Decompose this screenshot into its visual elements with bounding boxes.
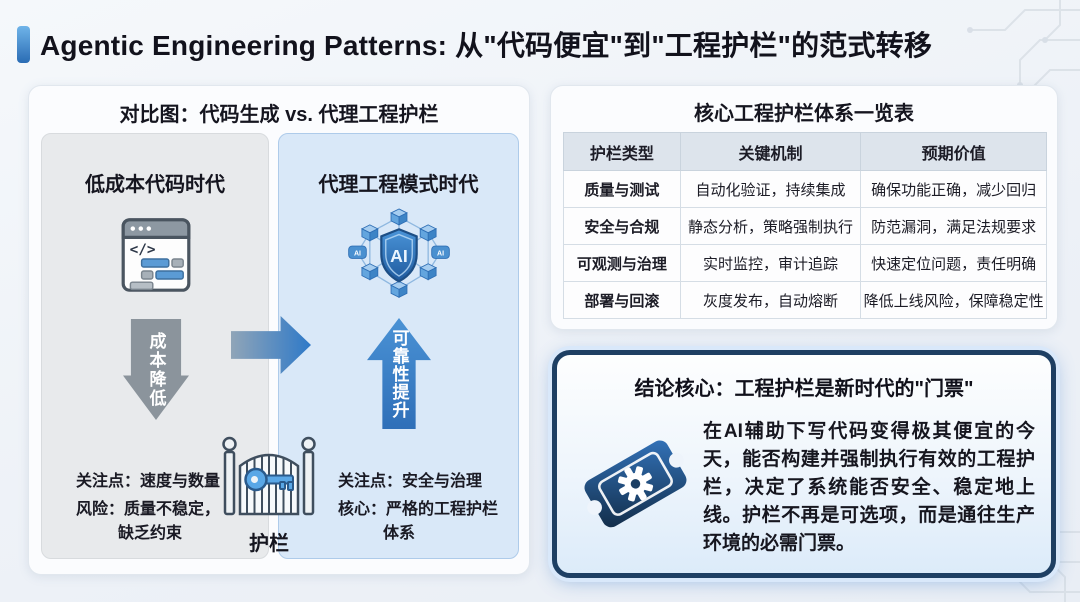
table-row: 部署与回滚 灰度发布，自动熔断 降低上线风险，保障稳定性 — [563, 281, 1047, 319]
table-row: 质量与测试 自动化验证，持续集成 确保功能正确，减少回归 — [563, 170, 1047, 208]
cell-value: 防范漏洞，满足法规要求 — [860, 207, 1047, 245]
svg-text:AI: AI — [390, 246, 408, 266]
table-header-row: 护栏类型 关键机制 预期价值 — [563, 132, 1047, 171]
svg-text:</>: </> — [130, 242, 156, 258]
right-core-line1: 核心：严格的工程护栏 — [338, 501, 499, 518]
svg-text:AI: AI — [437, 250, 444, 257]
comparison-panel-title: 对比图：代码生成 vs. 代理工程护栏 — [119, 104, 439, 126]
cell-mechanism: 自动化验证，持续集成 — [679, 170, 862, 208]
conclusion-panel: 结论核心：工程护栏是新时代的"门票" 在AI辅助下 — [552, 350, 1056, 578]
table-row: 安全与合规 静态分析，策略强制执行 防范漏洞，满足法规要求 — [563, 207, 1047, 245]
right-focus-text: 关注点：安全与治理 — [338, 473, 483, 490]
key-icon — [244, 467, 294, 492]
col-header-type: 护栏类型 — [563, 132, 681, 171]
code-window-icon: </> — [121, 218, 191, 292]
guardrail-table-panel: 核心工程护栏体系一览表 护栏类型 关键机制 预期价值 质量与测试 自动化验证，持… — [550, 85, 1058, 330]
gate-label: 护栏 — [249, 533, 289, 555]
gate-key-icon — [222, 436, 316, 516]
svg-text:AI: AI — [354, 250, 361, 257]
cost-decrease-arrow: 成本降低 — [123, 319, 189, 420]
cost-decrease-label: 成本降低 — [146, 331, 166, 408]
gear-icon — [617, 466, 654, 502]
cell-mechanism: 静态分析，策略强制执行 — [679, 207, 862, 245]
comparison-panel: 对比图：代码生成 vs. 代理工程护栏 低成本代码时代 </> 成本降低 关注点… — [28, 85, 530, 575]
right-era-title: 代理工程模式时代 — [318, 174, 479, 196]
right-core-line2: 体系 — [383, 525, 416, 542]
left-risk-line1: 风险：质量不稳定， — [76, 501, 221, 518]
cell-mechanism: 实时监控，审计追踪 — [679, 244, 862, 282]
cell-value: 快速定位问题，责任明确 — [860, 244, 1047, 282]
cell-value: 确保功能正确，减少回归 — [860, 170, 1047, 208]
header: Agentic Engineering Patterns: 从"代码便宜"到"工… — [17, 24, 932, 64]
reliability-increase-label: 可靠性提升 — [389, 328, 409, 419]
cell-value: 降低上线风险，保障稳定性 — [860, 281, 1047, 319]
conclusion-body: 在AI辅助下写代码变得极其便宜的今天，能否构建并强制执行有效的工程护栏，决定了系… — [703, 421, 1035, 554]
cell-type: 质量与测试 — [563, 170, 681, 208]
left-era-title: 低成本代码时代 — [85, 174, 225, 196]
cell-type: 安全与合规 — [563, 207, 681, 245]
col-header-mechanism: 关键机制 — [679, 132, 862, 171]
circuit-pattern-top-right — [967, 0, 1080, 93]
guardrail-table: 护栏类型 关键机制 预期价值 质量与测试 自动化验证，持续集成 确保功能正确，减… — [563, 132, 1047, 319]
agentic-era-column: 代理工程模式时代 — [278, 133, 519, 559]
title-accent-bar — [17, 25, 30, 63]
reliability-increase-arrow: 可靠性提升 — [367, 318, 431, 429]
guardrail-gate: 护栏 — [219, 432, 319, 556]
table-row: 可观测与治理 实时监控，审计追踪 快速定位问题，责任明确 — [563, 244, 1047, 282]
cell-type: 部署与回滚 — [563, 281, 681, 319]
cell-mechanism: 灰度发布，自动熔断 — [679, 281, 862, 319]
col-header-value: 预期价值 — [860, 132, 1047, 171]
left-risk-line2: 缺乏约束 — [118, 525, 183, 542]
table-panel-title: 核心工程护栏体系一览表 — [694, 103, 914, 125]
conclusion-title: 结论核心：工程护栏是新时代的"门票" — [634, 378, 974, 400]
cell-type: 可观测与治理 — [563, 244, 681, 282]
left-focus-text: 关注点：速度与数量 — [76, 473, 221, 490]
ai-shield-network-icon: AI AI AI — [348, 208, 450, 298]
page-title: Agentic Engineering Patterns: 从"代码便宜"到"工… — [40, 30, 933, 61]
ticket-gear-icon — [584, 440, 687, 528]
